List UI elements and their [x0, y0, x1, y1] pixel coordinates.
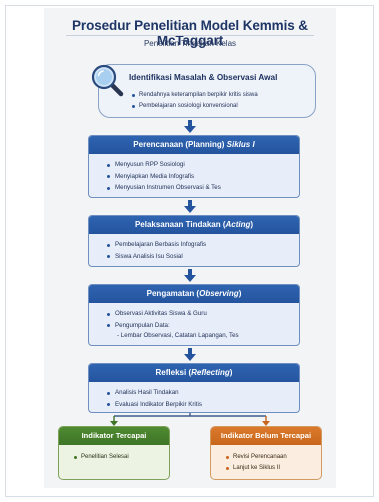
- list-item: Observasi Aktivitas Siswa & Guru: [107, 308, 289, 320]
- arrow-down-icon: [184, 348, 196, 361]
- list-item: Menyiapkan Media Infografis: [107, 171, 289, 183]
- list-item: Pengumpulan Data:: [107, 320, 289, 332]
- stage-identification-title: Identifikasi Masalah & Observasi Awal: [129, 73, 278, 82]
- outcome-not-achieved: Indikator Belum Tercapai Revisi Perencan…: [210, 426, 322, 480]
- stage-reflecting-title: Refleksi (Reflecting): [89, 364, 299, 382]
- list-item: Menyusun RPP Sosiologi: [107, 159, 289, 171]
- list-item: Pembelajaran sosiologi konvensional: [132, 101, 258, 112]
- list-item: Pembelajaran Berbasis Infografis: [107, 239, 289, 251]
- list-item: Rendahnya keterampilan berpikir kritis s…: [132, 90, 258, 101]
- outcome-achieved: Indikator Tercapai Penelitian Selesai: [58, 426, 170, 480]
- stage-observing-title: Pengamatan (Observing): [89, 285, 299, 303]
- diagram-subtitle: Penelitian Tindakan Kelas: [143, 39, 237, 48]
- diagram-sheet: Prosedur Penelitian Model Kemmis & McTag…: [44, 8, 336, 488]
- title-divider: [66, 35, 314, 36]
- outcome-achieved-title: Indikator Tercapai: [59, 427, 169, 445]
- list-sub-item: - Lembar Observasi, Catatan Lapangan, Te…: [117, 332, 239, 339]
- list-item: Evaluasi Indikator Berpikir Kritis: [107, 399, 289, 411]
- arrow-down-icon: [184, 269, 196, 282]
- diagram-title: Prosedur Penelitian Model Kemmis & McTag…: [72, 18, 308, 48]
- stage-acting: Pelaksanaan Tindakan (Acting) Pembelajar…: [88, 215, 300, 267]
- arrow-down-icon: [184, 200, 196, 213]
- magnifier-icon: [91, 64, 124, 97]
- stage-reflecting: Refleksi (Reflecting) Analisis Hasil Tin…: [88, 363, 300, 413]
- list-item: Menyusian Instrumen Observasi & Tes: [107, 182, 289, 194]
- arrow-down-icon: [184, 120, 196, 133]
- list-item: Lanjut ke Siklus II: [226, 463, 313, 474]
- outcome-not-achieved-title: Indikator Belum Tercapai: [211, 427, 321, 445]
- list-item: Revisi Perencanaan: [226, 452, 313, 463]
- branch-arrows: [110, 413, 270, 426]
- list-item: Siswa Analisis Isu Sosial: [107, 251, 289, 263]
- list-item: Penelitian Selesai: [74, 452, 161, 463]
- stage-planning: Perencanaan (Planning) Siklus I Menyusun…: [88, 135, 300, 198]
- stage-acting-title: Pelaksanaan Tindakan (Acting): [89, 216, 299, 234]
- stage-identification: Identifikasi Masalah & Observasi Awal Re…: [98, 64, 316, 118]
- stage-observing: Pengamatan (Observing) Observasi Aktivit…: [88, 284, 300, 346]
- stage-planning-title: Perencanaan (Planning) Siklus I: [89, 136, 299, 154]
- list-item: Analisis Hasil Tindakan: [107, 387, 289, 399]
